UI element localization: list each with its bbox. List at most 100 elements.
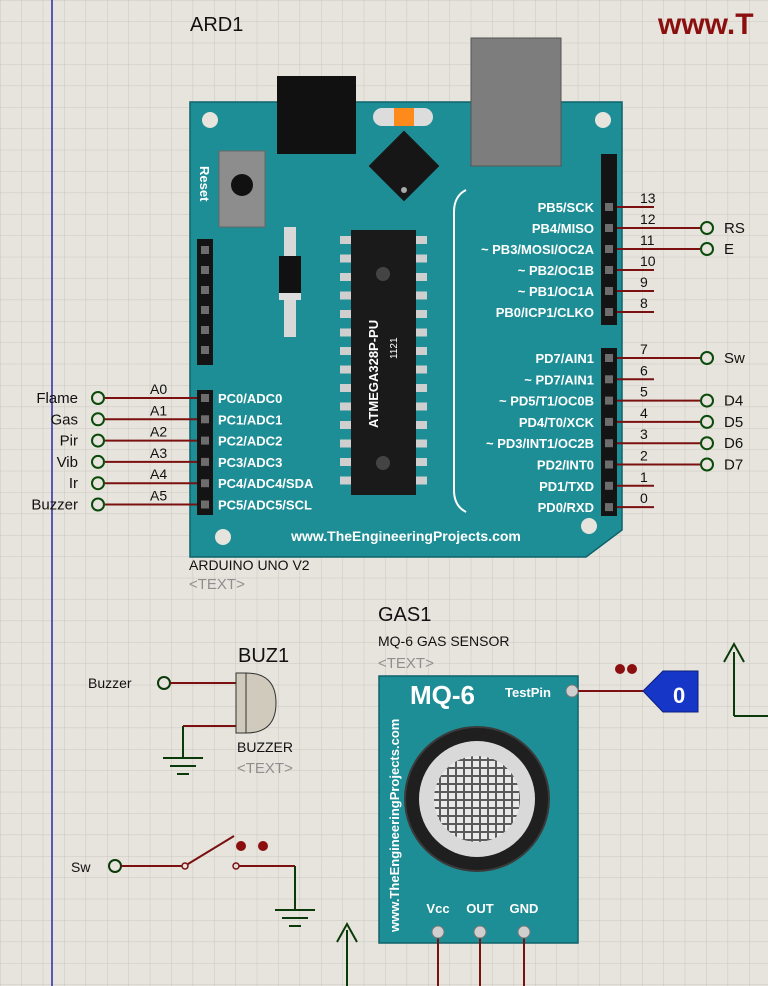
analog-pin-number: A2 xyxy=(150,424,167,440)
net-terminal[interactable] xyxy=(700,457,714,472)
net-terminal[interactable] xyxy=(91,412,105,427)
sensor-pin-label: Vcc xyxy=(426,901,449,916)
switch-lever[interactable] xyxy=(187,835,235,865)
power-jack xyxy=(277,76,356,154)
net-terminal[interactable] xyxy=(700,351,714,365)
buzzer-terminal[interactable] xyxy=(157,676,171,690)
net-terminal[interactable] xyxy=(700,436,714,451)
chip-leg xyxy=(415,458,427,466)
net-label: D4 xyxy=(724,393,743,410)
sensor-pin-terminal[interactable] xyxy=(473,925,487,939)
header-pin xyxy=(605,503,613,512)
header-pin xyxy=(605,203,613,211)
digital-pin-label: ~ PB2/OC1B xyxy=(518,263,594,278)
smd-chip xyxy=(368,130,440,202)
sensor-pin-label: GND xyxy=(510,901,539,916)
net-terminal[interactable] xyxy=(91,391,105,405)
chip-leg xyxy=(340,254,352,263)
digital-pin-number: 9 xyxy=(640,274,648,290)
header-pin xyxy=(201,479,209,488)
digital-pin-number: 8 xyxy=(640,295,648,311)
chip-leg xyxy=(340,365,352,374)
gas-sensor-ref: GAS1 xyxy=(378,604,431,626)
analog-pin-number: A0 xyxy=(150,381,167,397)
digital-pin-number: 5 xyxy=(640,384,648,400)
power-header-pins xyxy=(201,246,209,354)
chip-leg xyxy=(415,291,427,300)
buzzer-ref: BUZ1 xyxy=(238,645,289,667)
header-pin xyxy=(201,326,209,334)
switch-terminal[interactable] xyxy=(108,859,122,873)
analog-pin-label: PC2/ADC2 xyxy=(218,434,282,449)
digital-pin-label: ~ PB3/MOSI/OC2A xyxy=(481,242,595,257)
net-terminal[interactable] xyxy=(91,454,105,469)
header-pin xyxy=(605,481,613,490)
digital-header-top xyxy=(601,154,617,325)
sensor-pin-terminal[interactable] xyxy=(517,925,531,939)
chip-leg xyxy=(415,254,427,263)
chip-leg xyxy=(415,273,427,281)
switch-contact xyxy=(181,862,189,870)
net-label: D5 xyxy=(724,414,743,431)
net-label: RS xyxy=(724,220,745,237)
digital-pin-label: PD2/INT0 xyxy=(537,458,594,473)
net-terminal[interactable] xyxy=(91,476,105,491)
reset-button-cap[interactable] xyxy=(231,174,253,196)
arduino-board[interactable]: ARD1 Reset xyxy=(31,14,745,593)
crystal-band xyxy=(394,108,414,126)
buzzer[interactable]: BUZ1 Buzzer BUZZER <TEXT> xyxy=(88,645,293,777)
header-pin xyxy=(201,246,209,254)
mounting-hole xyxy=(581,518,597,534)
net-terminal[interactable] xyxy=(91,497,105,512)
switch-indicator xyxy=(258,841,268,851)
digital-pin-label: PB0/ICP1/CLKO xyxy=(496,305,594,320)
arduino-part-name: ARDUINO UNO V2 xyxy=(189,557,310,573)
pin-group-bracket xyxy=(453,189,467,513)
net-label: E xyxy=(724,241,734,258)
digital-pin-label: ~ PD5/T1/OC0B xyxy=(499,394,594,409)
net-terminal[interactable] xyxy=(700,393,714,408)
net-terminal[interactable] xyxy=(700,414,714,429)
net-label: Vib xyxy=(57,454,78,471)
header-pin xyxy=(201,436,209,445)
usb-connector xyxy=(470,37,562,167)
net-terminal[interactable] xyxy=(91,433,105,448)
chip-legs xyxy=(340,236,427,485)
chip-leg xyxy=(340,402,352,411)
mounting-hole xyxy=(595,112,611,128)
analog-pins[interactable]: PC0/ADC0A0FlamePC1/ADC1A1GasPC2/ADC2A2Pi… xyxy=(31,381,314,514)
digital-pin-number: 0 xyxy=(640,490,648,506)
atmega-chip[interactable]: ATMEGA328P-PU 1121 xyxy=(340,230,427,495)
header-pin xyxy=(605,375,613,384)
switch[interactable]: Sw xyxy=(71,835,315,927)
chip-leg xyxy=(340,476,352,485)
gas-sensor[interactable]: GAS1 MQ-6 GAS SENSOR <TEXT> MQ-6 TestPin… xyxy=(378,604,699,986)
sensor-pin-terminal[interactable] xyxy=(431,925,445,939)
testpin-terminal[interactable] xyxy=(565,684,579,698)
chip-leg xyxy=(340,273,352,281)
diode-body xyxy=(279,256,301,300)
net-terminal[interactable] xyxy=(700,221,714,235)
logic-probe[interactable] xyxy=(642,670,699,713)
header-pin xyxy=(201,306,209,314)
logic-probe-value: 0 xyxy=(673,683,685,708)
header-pin xyxy=(201,346,209,354)
net-label: Sw xyxy=(724,350,745,367)
sensor-pins[interactable]: Vcc OUT GND xyxy=(426,901,538,986)
analog-pin-label: PC0/ADC0 xyxy=(218,391,282,406)
chip-leg xyxy=(340,328,352,337)
chip-leg xyxy=(415,310,427,318)
reset-label: Reset xyxy=(197,166,212,202)
sensor-title: MQ-6 xyxy=(410,680,475,710)
watermark-text: www.T xyxy=(657,8,754,41)
gas-sensor-text-tag: <TEXT> xyxy=(378,655,434,672)
digital-pin-label: PD7/AIN1 xyxy=(535,351,594,366)
sensor-pin-label: OUT xyxy=(466,901,494,916)
chip-dot xyxy=(376,456,390,470)
header-pin xyxy=(605,354,613,362)
chip-leg xyxy=(415,328,427,337)
net-terminal[interactable] xyxy=(700,242,714,256)
